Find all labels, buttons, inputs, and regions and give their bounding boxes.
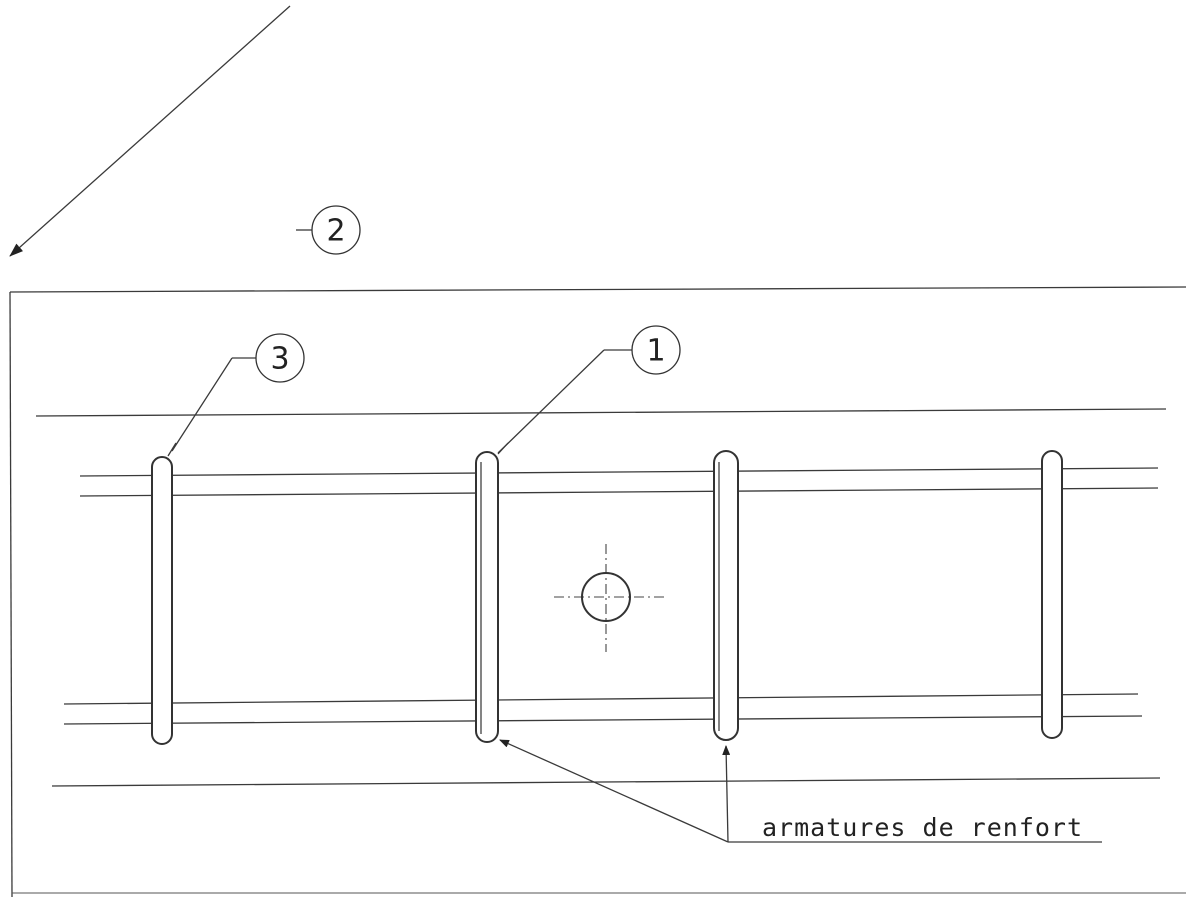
balloon-3: 3 (167, 333, 305, 457)
slab-bottom-edge (51, 777, 1161, 787)
view-frame (9, 286, 1186, 897)
balloon-1: 1 (497, 325, 681, 455)
slab-top-edge (35, 408, 1167, 417)
anchor-hole (554, 544, 666, 652)
balloon-3-number: 3 (270, 342, 289, 377)
reinforcement-label: armatures de renfort (762, 813, 1083, 842)
stirrup-bar-2 (475, 451, 499, 743)
upper-longitudinal-rebar (79, 467, 1159, 497)
stirrup-bar-1 (151, 456, 173, 745)
balloon-1-number: 1 (646, 334, 665, 369)
balloon-2-number: 2 (326, 214, 345, 249)
stirrup-bar-3 (713, 450, 739, 741)
balloon-2: 2 (296, 205, 361, 255)
view-direction-arrow (9, 5, 291, 257)
lower-longitudinal-rebar (63, 693, 1143, 725)
stirrup-bar-4 (1041, 450, 1063, 739)
reinforcement-annotation: armatures de renfort (499, 739, 1102, 843)
